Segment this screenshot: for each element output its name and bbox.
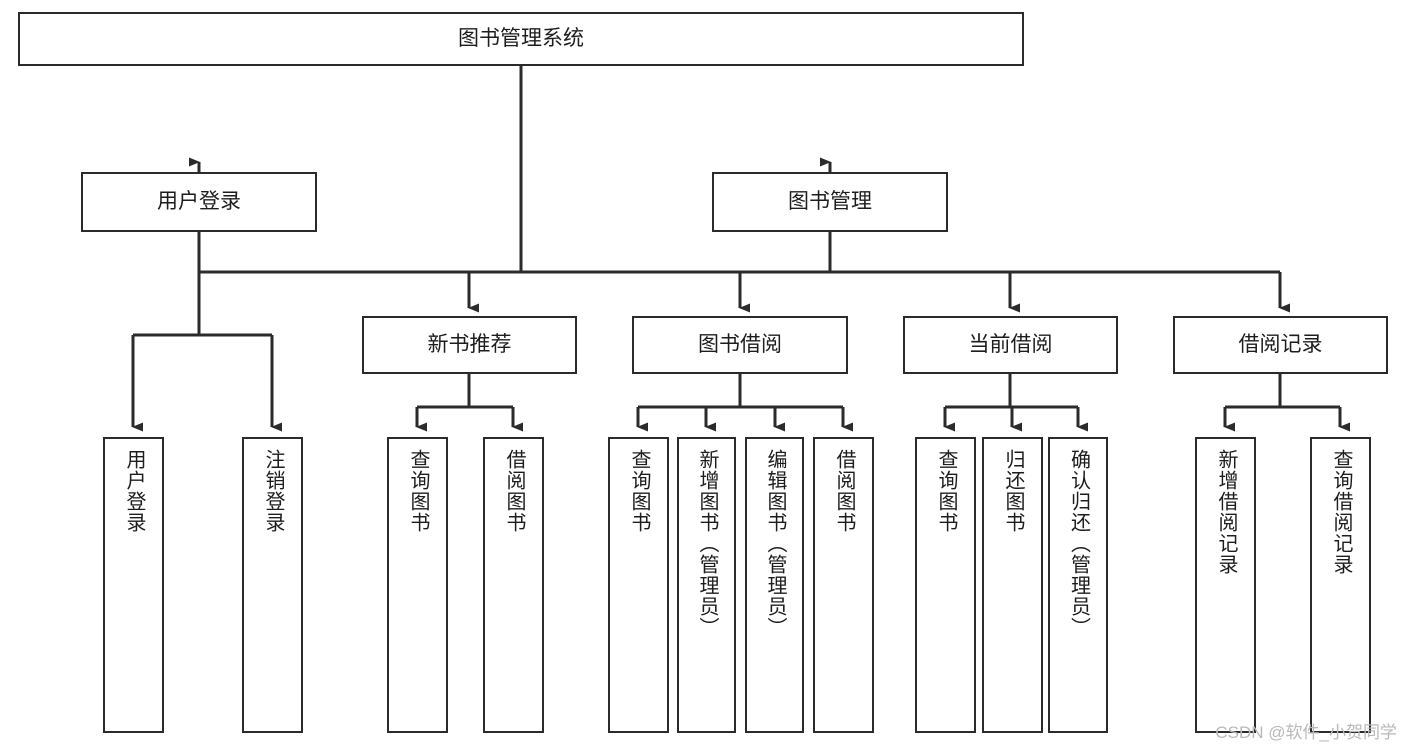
node-label: 编辑图书（管理员） xyxy=(764,449,786,638)
node-label: 查询借阅记录 xyxy=(1330,449,1352,575)
node-new-book-recommend[interactable]: 新书推荐 xyxy=(362,316,577,374)
node-label: 用户登录 xyxy=(123,449,145,533)
node-label: 查询图书 xyxy=(935,449,957,533)
node-book-borrow[interactable]: 图书借阅 xyxy=(632,316,848,374)
leaf-borrow-add-book-admin[interactable]: 新增图书（管理员） xyxy=(677,437,736,733)
leaf-records-add-record[interactable]: 新增借阅记录 xyxy=(1195,437,1256,733)
leaf-current-return-book[interactable]: 归还图书 xyxy=(982,437,1043,733)
leaf-borrow-query-book[interactable]: 查询图书 xyxy=(608,437,669,733)
node-label: 图书管理系统 xyxy=(458,27,584,51)
node-label: 当前借阅 xyxy=(968,333,1053,357)
node-label: 新书推荐 xyxy=(427,333,512,357)
node-book-management[interactable]: 图书管理 xyxy=(712,172,948,232)
leaf-records-query-record[interactable]: 查询借阅记录 xyxy=(1310,437,1371,733)
leaf-newbook-borrow-book[interactable]: 借阅图书 xyxy=(483,437,544,733)
node-label: 查询图书 xyxy=(628,449,650,533)
node-label: 借阅图书 xyxy=(833,449,855,533)
node-current-borrow[interactable]: 当前借阅 xyxy=(903,316,1118,374)
leaf-current-query-book[interactable]: 查询图书 xyxy=(915,437,976,733)
node-borrow-records[interactable]: 借阅记录 xyxy=(1173,316,1388,374)
node-label: 新增图书（管理员） xyxy=(696,449,718,638)
node-label: 借阅记录 xyxy=(1238,333,1323,357)
leaf-user-login[interactable]: 用户登录 xyxy=(103,437,164,733)
node-label: 借阅图书 xyxy=(503,449,525,533)
node-user-login[interactable]: 用户登录 xyxy=(81,172,317,232)
leaf-logout[interactable]: 注销登录 xyxy=(242,437,303,733)
node-label: 归还图书 xyxy=(1002,449,1024,533)
node-label: 注销登录 xyxy=(262,449,284,533)
leaf-borrow-borrow-book[interactable]: 借阅图书 xyxy=(813,437,874,733)
leaf-current-confirm-return-admin[interactable]: 确认归还（管理员） xyxy=(1048,437,1108,733)
node-label: 确认归还（管理员） xyxy=(1067,449,1090,638)
node-label: 用户登录 xyxy=(157,190,241,214)
node-root-system[interactable]: 图书管理系统 xyxy=(18,12,1024,66)
node-label: 查询图书 xyxy=(407,449,429,533)
node-label: 新增借阅记录 xyxy=(1215,449,1237,575)
leaf-borrow-edit-book-admin[interactable]: 编辑图书（管理员） xyxy=(745,437,804,733)
node-label: 图书管理 xyxy=(788,190,872,214)
node-label: 图书借阅 xyxy=(698,333,782,357)
csdn-watermark: CSDN @软件_小贺同学 xyxy=(1215,723,1397,742)
leaf-newbook-query-book[interactable]: 查询图书 xyxy=(387,437,448,733)
